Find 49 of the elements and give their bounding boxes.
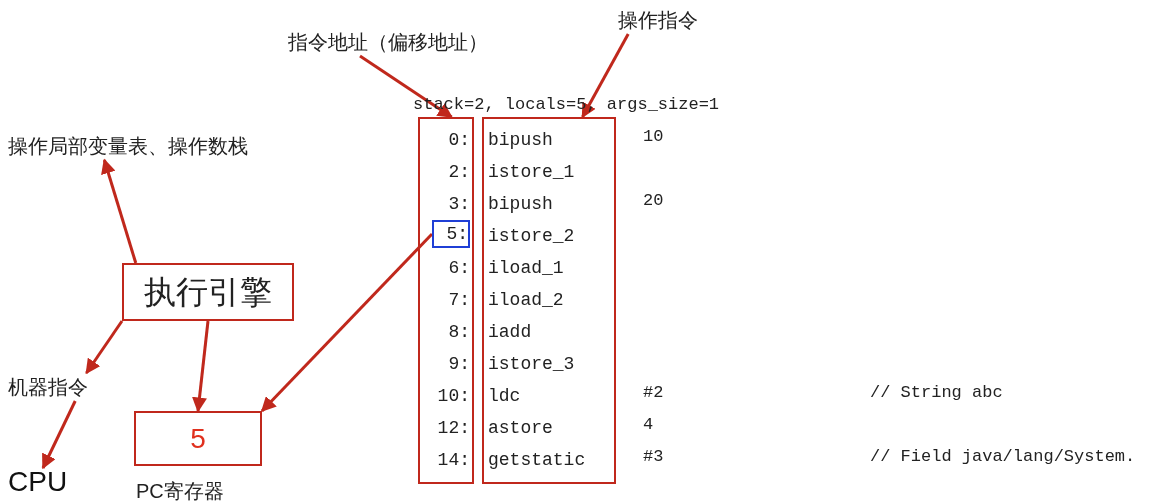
arrow bbox=[359, 54, 453, 119]
offset-column-box bbox=[418, 117, 474, 484]
bytecode-offset: 12: bbox=[437, 417, 470, 440]
instruction-name: iload_2 bbox=[488, 289, 564, 312]
bytecode-offset: 2: bbox=[448, 161, 470, 184]
arrow bbox=[581, 33, 630, 119]
bytecode-offset: 7: bbox=[448, 289, 470, 312]
arrow bbox=[41, 400, 77, 470]
instruction-name: istore_1 bbox=[488, 161, 575, 184]
box-label: 5 bbox=[190, 421, 206, 456]
arrow bbox=[85, 320, 124, 375]
instruction-name: istore_2 bbox=[488, 225, 575, 248]
annotation-text: 操作局部变量表、操作数栈 bbox=[8, 132, 300, 160]
arrow bbox=[101, 158, 138, 264]
code-text: 10 bbox=[643, 126, 664, 148]
instruction-name: astore bbox=[488, 417, 553, 440]
instruction-name: getstatic bbox=[488, 449, 586, 472]
annotation-text: 指令地址（偏移地址） bbox=[288, 28, 528, 56]
bytecode-offset: 14: bbox=[437, 449, 470, 472]
bytecode-offset: 5: bbox=[446, 223, 468, 246]
code-text: #3 bbox=[643, 446, 664, 468]
bytecode-offset: 8: bbox=[448, 321, 470, 344]
instruction-column-box bbox=[482, 117, 616, 484]
instruction-name: bipush bbox=[488, 193, 553, 216]
instruction-name: ldc bbox=[488, 385, 521, 408]
register-caption: PC寄存器 bbox=[136, 479, 224, 501]
instruction-name: iadd bbox=[488, 321, 532, 344]
bytecode-offset: 3: bbox=[448, 193, 470, 216]
annotation-text: 操作指令 bbox=[618, 6, 720, 34]
arrow bbox=[260, 232, 434, 413]
annotation-text: CPU bbox=[8, 468, 78, 500]
code-text: // String abc bbox=[870, 382, 1003, 404]
code-text: // Field java/lang/System. bbox=[870, 446, 1136, 468]
box-label: 执行引擎 bbox=[144, 273, 272, 312]
bytecode-offset: 0: bbox=[448, 129, 470, 152]
code-text: 20 bbox=[643, 190, 664, 212]
bytecode-offset: 9: bbox=[448, 353, 470, 376]
instruction-name: iload_1 bbox=[488, 257, 564, 280]
instruction-name: istore_3 bbox=[488, 353, 575, 376]
code-text: #2 bbox=[643, 382, 664, 404]
bytecode-offset: 6: bbox=[448, 257, 470, 280]
bytecode-offset: 10: bbox=[437, 385, 470, 408]
annotation-text: 机器指令 bbox=[8, 373, 120, 401]
register-box bbox=[134, 411, 262, 466]
code-text: 4 bbox=[643, 414, 654, 436]
highlight-box bbox=[432, 220, 470, 248]
arrow bbox=[192, 320, 210, 413]
engine-box bbox=[122, 263, 294, 321]
instruction-name: bipush bbox=[488, 129, 553, 152]
